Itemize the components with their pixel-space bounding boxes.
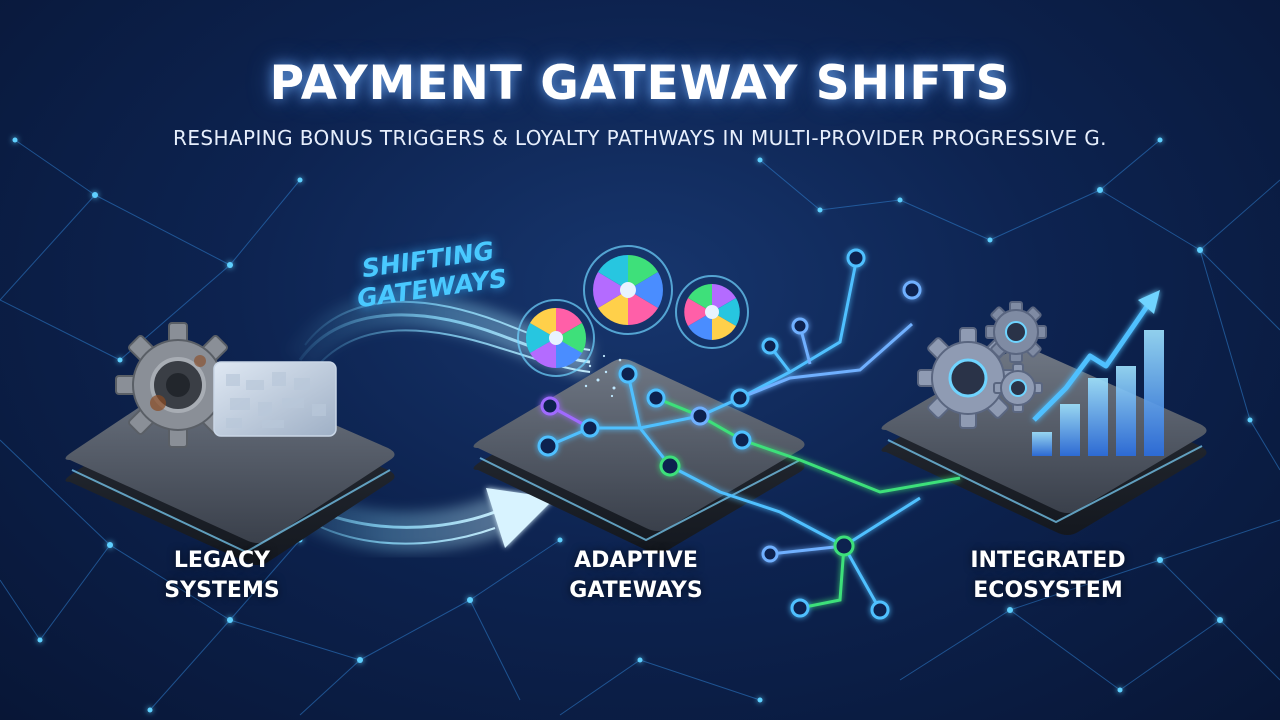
sparkle-particles <box>584 354 622 398</box>
arrow-head-icon <box>486 488 555 548</box>
background-network <box>0 139 1280 716</box>
bonus-wheel-icon <box>517 299 595 377</box>
stage-label-line1: LEGACY <box>173 548 271 573</box>
gears-icon <box>917 301 1047 429</box>
bonus-wheel-icon <box>675 275 749 349</box>
background-network-nodes <box>12 137 1253 713</box>
stage-label-line2: GATEWAYS <box>569 578 703 603</box>
stage-label-adaptive: ADAPTIVE GATEWAYS <box>516 546 756 606</box>
bonus-wheel-icon <box>583 245 673 335</box>
growth-chart-icon <box>1032 290 1164 456</box>
rusty-gear-icon <box>115 322 241 448</box>
stage-label-line2: ECOSYSTEM <box>973 578 1123 603</box>
stage-label-line2: SYSTEMS <box>164 578 280 603</box>
stage-label-integrated: INTEGRATED ECOSYSTEM <box>928 546 1168 606</box>
circuit-network-icon <box>537 248 961 620</box>
stage-label-line1: ADAPTIVE <box>574 548 698 573</box>
page-subtitle: RESHAPING BONUS TRIGGERS & LOYALTY PATHW… <box>173 126 1107 150</box>
page-title: PAYMENT GATEWAY SHIFTS <box>269 56 1011 111</box>
stage-label-legacy: LEGACY SYSTEMS <box>102 546 342 606</box>
credit-card-icon <box>213 361 337 437</box>
stage-label-line1: INTEGRATED <box>970 548 1126 573</box>
